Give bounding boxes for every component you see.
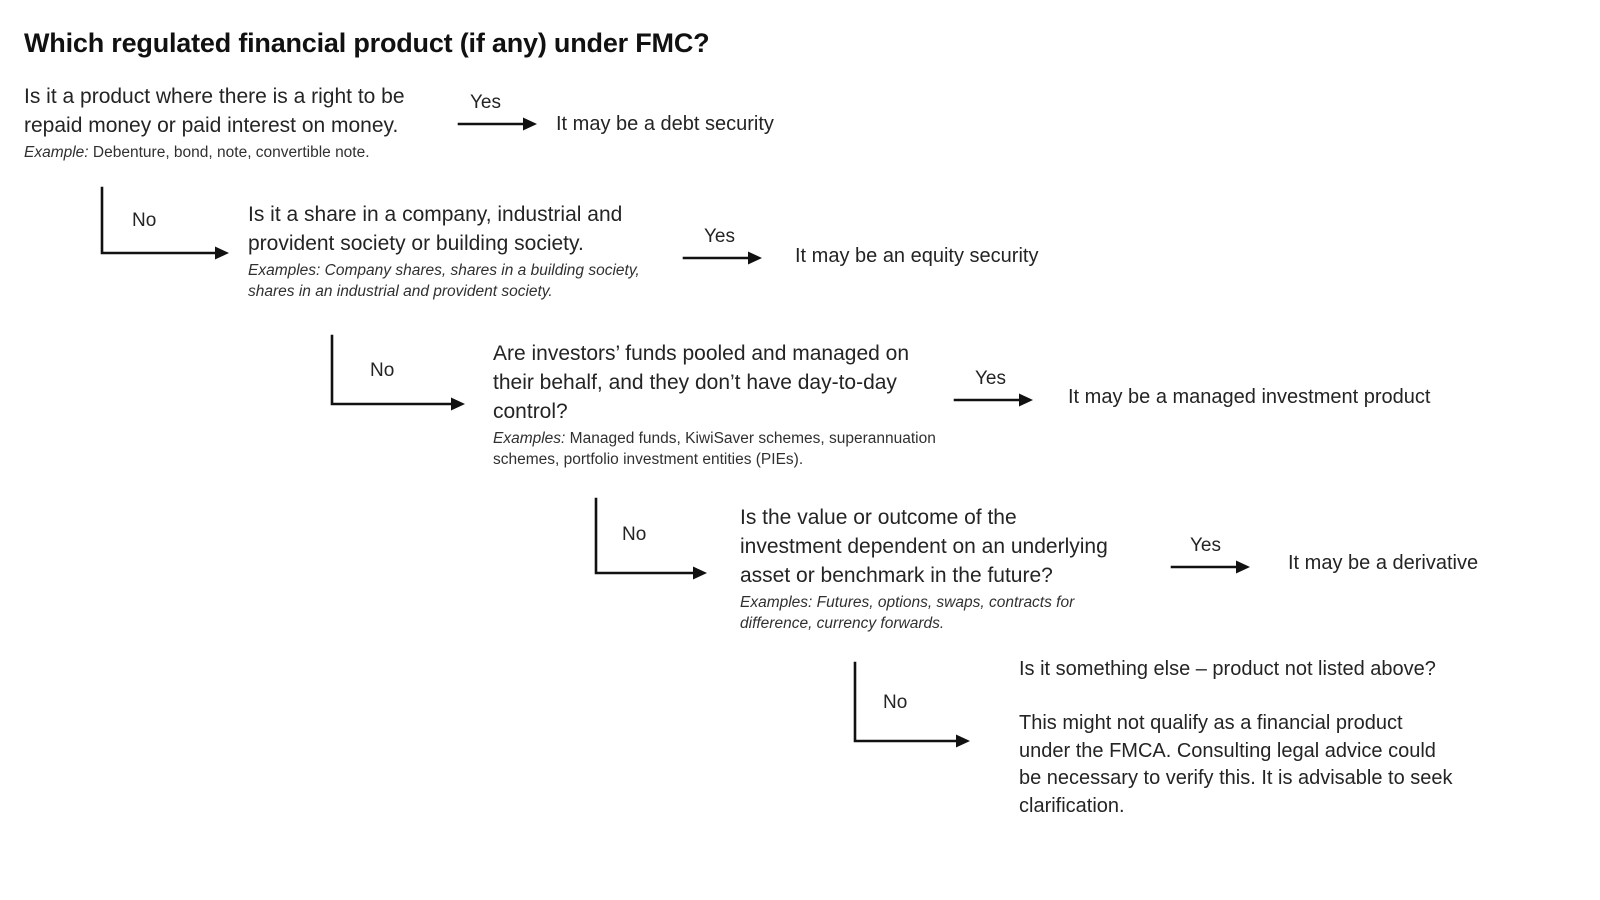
- examples-lead-derivative: Examples:: [740, 594, 813, 611]
- terminal-note-line-3: be necessary to verify this. It is advis…: [1019, 767, 1453, 789]
- examples-body-derivative: Futures, options, swaps, contracts for d…: [740, 594, 1075, 632]
- terminal-note: This might not qualify as a financial pr…: [1019, 710, 1519, 820]
- no-edge-debt: No: [100, 186, 245, 266]
- terminal-question: Is it something else – product not liste…: [1019, 658, 1436, 680]
- arrow-yes-derivative: [1170, 560, 1250, 574]
- no-edge-derivative: No: [853, 661, 993, 756]
- outcome-derivative: It may be a derivative: [1288, 552, 1479, 574]
- arrow-no-equity: [330, 334, 465, 411]
- question-text-derivative: Is the value or outcome of the investmen…: [740, 506, 1108, 587]
- arrow-yes-managed-investment: [953, 393, 1033, 407]
- question-text-equity: Is it a share in a company, industrial a…: [248, 203, 623, 255]
- examples-lead-equity: Examples:: [248, 262, 321, 279]
- yes-edge-derivative: Yes: [1170, 535, 1262, 595]
- decision-node-derivative: Is the value or outcome of the investmen…: [740, 503, 1140, 634]
- decision-node-managed-investment: Are investors’ funds pooled and managed …: [493, 339, 943, 470]
- yes-edge-managed-investment: Yes: [953, 368, 1045, 428]
- edge-label-yes-debt: Yes: [470, 92, 501, 113]
- examples-derivative: Examples: Futures, options, swaps, contr…: [740, 592, 1110, 634]
- arrow-no-derivative: [853, 661, 970, 748]
- no-edge-managed-investment: No: [594, 497, 729, 582]
- question-text-managed-investment: Are investors’ funds pooled and managed …: [493, 342, 910, 423]
- arrow-no-managed-investment: [594, 497, 707, 580]
- outcome-equity-security: It may be an equity security: [795, 245, 1039, 267]
- edge-label-no-equity: No: [370, 360, 395, 381]
- edge-label-yes-equity: Yes: [704, 226, 735, 247]
- edge-label-no-derivative: No: [883, 692, 908, 713]
- no-edge-equity: No: [330, 334, 480, 414]
- edge-label-yes-managed-investment: Yes: [975, 368, 1006, 389]
- terminal-note-line-2: under the FMCA. Consulting legal advice …: [1019, 739, 1436, 762]
- arrow-no-debt: [100, 186, 229, 260]
- yes-edge-debt: Yes: [457, 92, 544, 152]
- arrow-yes-equity: [682, 251, 762, 265]
- outcome-debt-security: It may be a debt security: [556, 113, 774, 135]
- yes-edge-equity: Yes: [682, 226, 774, 286]
- examples-managed-investment: Examples: Managed funds, KiwiSaver schem…: [493, 428, 953, 470]
- outcome-managed-investment-product: It may be a managed investment product: [1068, 386, 1431, 408]
- decision-node-equity: Is it a share in a company, industrial a…: [248, 200, 658, 302]
- examples-body-equity: Company shares, shares in a building soc…: [248, 262, 640, 300]
- examples-body-managed-investment: Managed funds, KiwiSaver schemes, supera…: [493, 430, 936, 468]
- examples-equity: Examples: Company shares, shares in a bu…: [248, 260, 648, 302]
- examples-lead-debt: Example:: [24, 144, 89, 161]
- question-text-debt: Is it a product where there is a right t…: [24, 85, 405, 137]
- edge-label-no-managed-investment: No: [622, 524, 647, 545]
- edge-label-yes-derivative: Yes: [1190, 535, 1221, 556]
- decision-node-debt: Is it a product where there is a right t…: [24, 82, 444, 163]
- terminal-node-something-else: Is it something else – product not liste…: [1019, 656, 1519, 683]
- examples-lead-managed-investment: Examples:: [493, 430, 566, 447]
- edge-label-no-debt: No: [132, 210, 157, 231]
- page-title: Which regulated financial product (if an…: [24, 28, 710, 58]
- terminal-note-line-1: This might not qualify as a financial pr…: [1019, 712, 1403, 734]
- examples-debt: Example: Debenture, bond, note, converti…: [24, 142, 444, 163]
- examples-body-debt: Debenture, bond, note, convertible note.: [88, 144, 370, 161]
- terminal-note-line-4: clarification.: [1019, 794, 1125, 817]
- arrow-yes-debt: [457, 117, 537, 131]
